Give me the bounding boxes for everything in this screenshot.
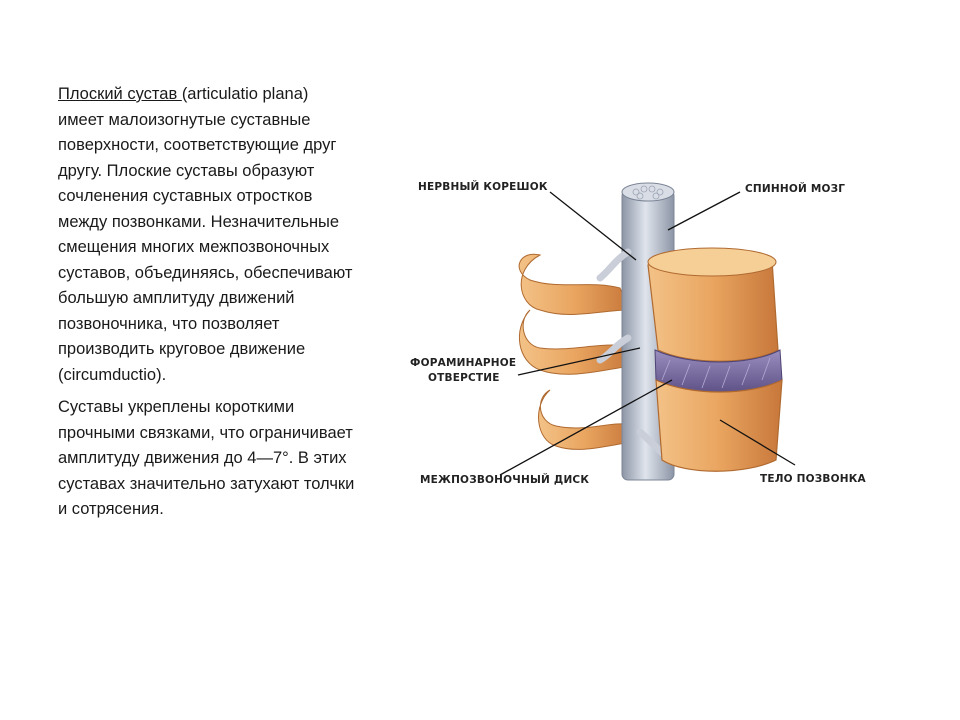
disc-fibers — [661, 357, 771, 389]
lower-posterior-process — [538, 389, 633, 450]
pointer-disc — [499, 379, 673, 476]
lower-vertebral-body — [655, 378, 783, 472]
spine-illustration: НЕРВНЫЙ КОРЕШОК СПИННОЙ МОЗГ ФОРАМИНАРНО… — [400, 170, 880, 510]
spine-diagram: НЕРВНЫЙ КОРЕШОК СПИННОЙ МОЗГ ФОРАМИНАРНО… — [410, 180, 867, 486]
label-vertebral-body: ТЕЛО ПОЗВОНКА — [760, 473, 867, 485]
paragraph-plane-joint: Плоский сустав (articulatio plana) имеет… — [58, 82, 358, 388]
label-intervertebral-disc: МЕЖПОЗВОНОЧНЫЙ ДИСК — [420, 473, 589, 486]
paragraph-plane-joint-body: (articulatio plana) имеет малоизогнутые … — [58, 85, 353, 384]
pointer-lines — [499, 191, 796, 476]
label-spinal-cord: СПИННОЙ МОЗГ — [745, 182, 845, 195]
label-foramen-line1: ФОРАМИНАРНОЕ — [410, 357, 516, 369]
label-nerve-root: НЕРВНЫЙ КОРЕШОК — [418, 180, 548, 193]
nerve-root-upper — [596, 248, 632, 282]
pointer-foramen — [517, 347, 641, 376]
paragraph-ligaments: Суставы укреплены короткими прочными свя… — [58, 398, 355, 518]
pointer-nerve-root — [549, 191, 637, 261]
middle-posterior-process — [518, 309, 633, 375]
pointer-body — [719, 419, 796, 466]
pointer-spinal-cord — [667, 191, 741, 231]
upper-vertebral-body-top — [647, 247, 777, 277]
nerve-root-middle — [596, 334, 632, 364]
term-plane-joint: Плоский сустав — [58, 85, 182, 103]
spinal-cord-top — [621, 182, 675, 202]
label-foramen-line2: ОТВЕРСТИЕ — [428, 372, 500, 384]
description-text: Плоский сустав (articulatio plana) имеет… — [58, 82, 358, 530]
cord-fibers — [632, 185, 664, 200]
